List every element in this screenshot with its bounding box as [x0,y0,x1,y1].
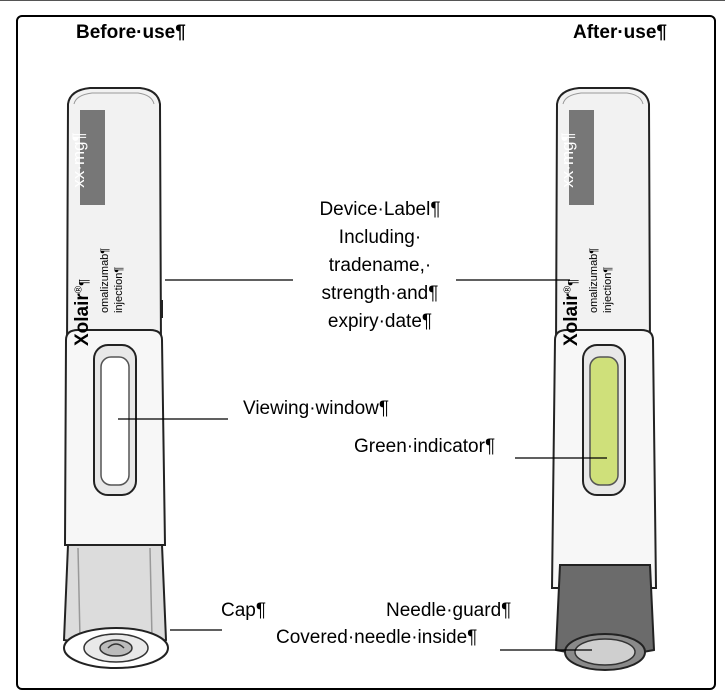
tradename-right: Xolair [561,293,582,346]
dose-box-right [569,110,594,205]
figure-frame [16,15,716,690]
callout-cap: Cap¶ [221,600,267,621]
tradename-pilcrow-right: ¶ [565,278,580,286]
tradename-pilcrow-left: ¶ [76,278,91,286]
dose-box-left [80,110,105,205]
device-label-line-5: expiry·date¶ [327,311,433,332]
heading-after-use: After·use¶ [573,22,667,43]
heading-before-use: Before·use¶ [76,22,186,43]
tradename-block-right: Xolair®¶ [561,176,583,346]
tradename-block-left: Xolair®¶ [72,176,94,346]
device-label-line-1: Device·Label¶ [319,199,441,220]
pen-label-left: xx·mg¶ Xolair®¶ omalizumab¶ injection¶ [60,110,170,346]
green-indicator-fill [589,356,619,486]
registered-mark-right: ® [562,285,574,294]
route-right: injection¶ [602,266,614,313]
callout-covered-needle: Covered·needle·inside¶ [276,627,478,648]
callout-viewing-window: Viewing·window¶ [243,398,390,419]
callout-device-label: Device·Label¶ Including· tradename,· str… [300,196,460,336]
generic-name-right: omalizumab¶ [588,247,600,313]
tradename-left: Xolair [72,293,93,346]
top-rule [0,0,725,1]
generic-name-left: omalizumab¶ [99,247,111,313]
registered-mark-left: ® [73,285,85,294]
callout-green-indicator: Green·indicator¶ [354,436,496,457]
pen-label-right: xx·mg¶ Xolair®¶ omalizumab¶ injection¶ [549,110,659,346]
device-label-line-3: tradename,· [328,255,432,276]
pen-after-use [550,87,658,671]
callout-needle-guard: Needle·guard¶ [386,600,512,621]
pen-before-use [62,87,169,669]
route-left: injection¶ [113,266,125,313]
device-label-line-2: Including· [338,227,422,248]
device-label-line-4: strength·and¶ [321,283,439,304]
